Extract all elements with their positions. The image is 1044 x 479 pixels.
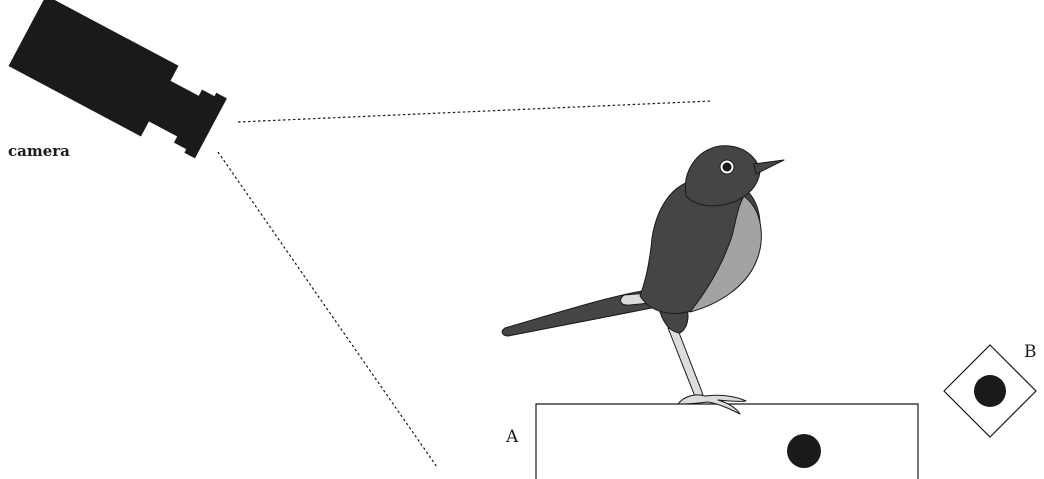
camera-body	[8, 0, 179, 137]
bird-leg	[667, 327, 705, 402]
target-b	[943, 344, 1037, 438]
field-of-view-upper-line	[237, 100, 713, 123]
bird-beak	[753, 159, 785, 175]
field-of-view-lower-line	[217, 151, 438, 468]
platform-a-label: A	[506, 427, 519, 447]
target-dot-a	[787, 434, 821, 468]
bird-illustration	[501, 145, 785, 415]
bird-breast	[689, 195, 762, 313]
camera-lens-ring	[184, 92, 227, 159]
camera-neck	[147, 79, 201, 138]
bird-foot	[677, 394, 747, 415]
camera-lens	[173, 89, 217, 151]
camera-label: camera	[8, 142, 70, 160]
target-dot-b	[974, 375, 1006, 407]
camera-icon	[8, 0, 227, 159]
target-b-label: B	[1024, 342, 1037, 362]
platform-a-outline	[535, 403, 919, 479]
platform-a	[535, 403, 919, 479]
bird-pupil	[722, 162, 732, 172]
camera-field-of-view	[217, 100, 713, 468]
